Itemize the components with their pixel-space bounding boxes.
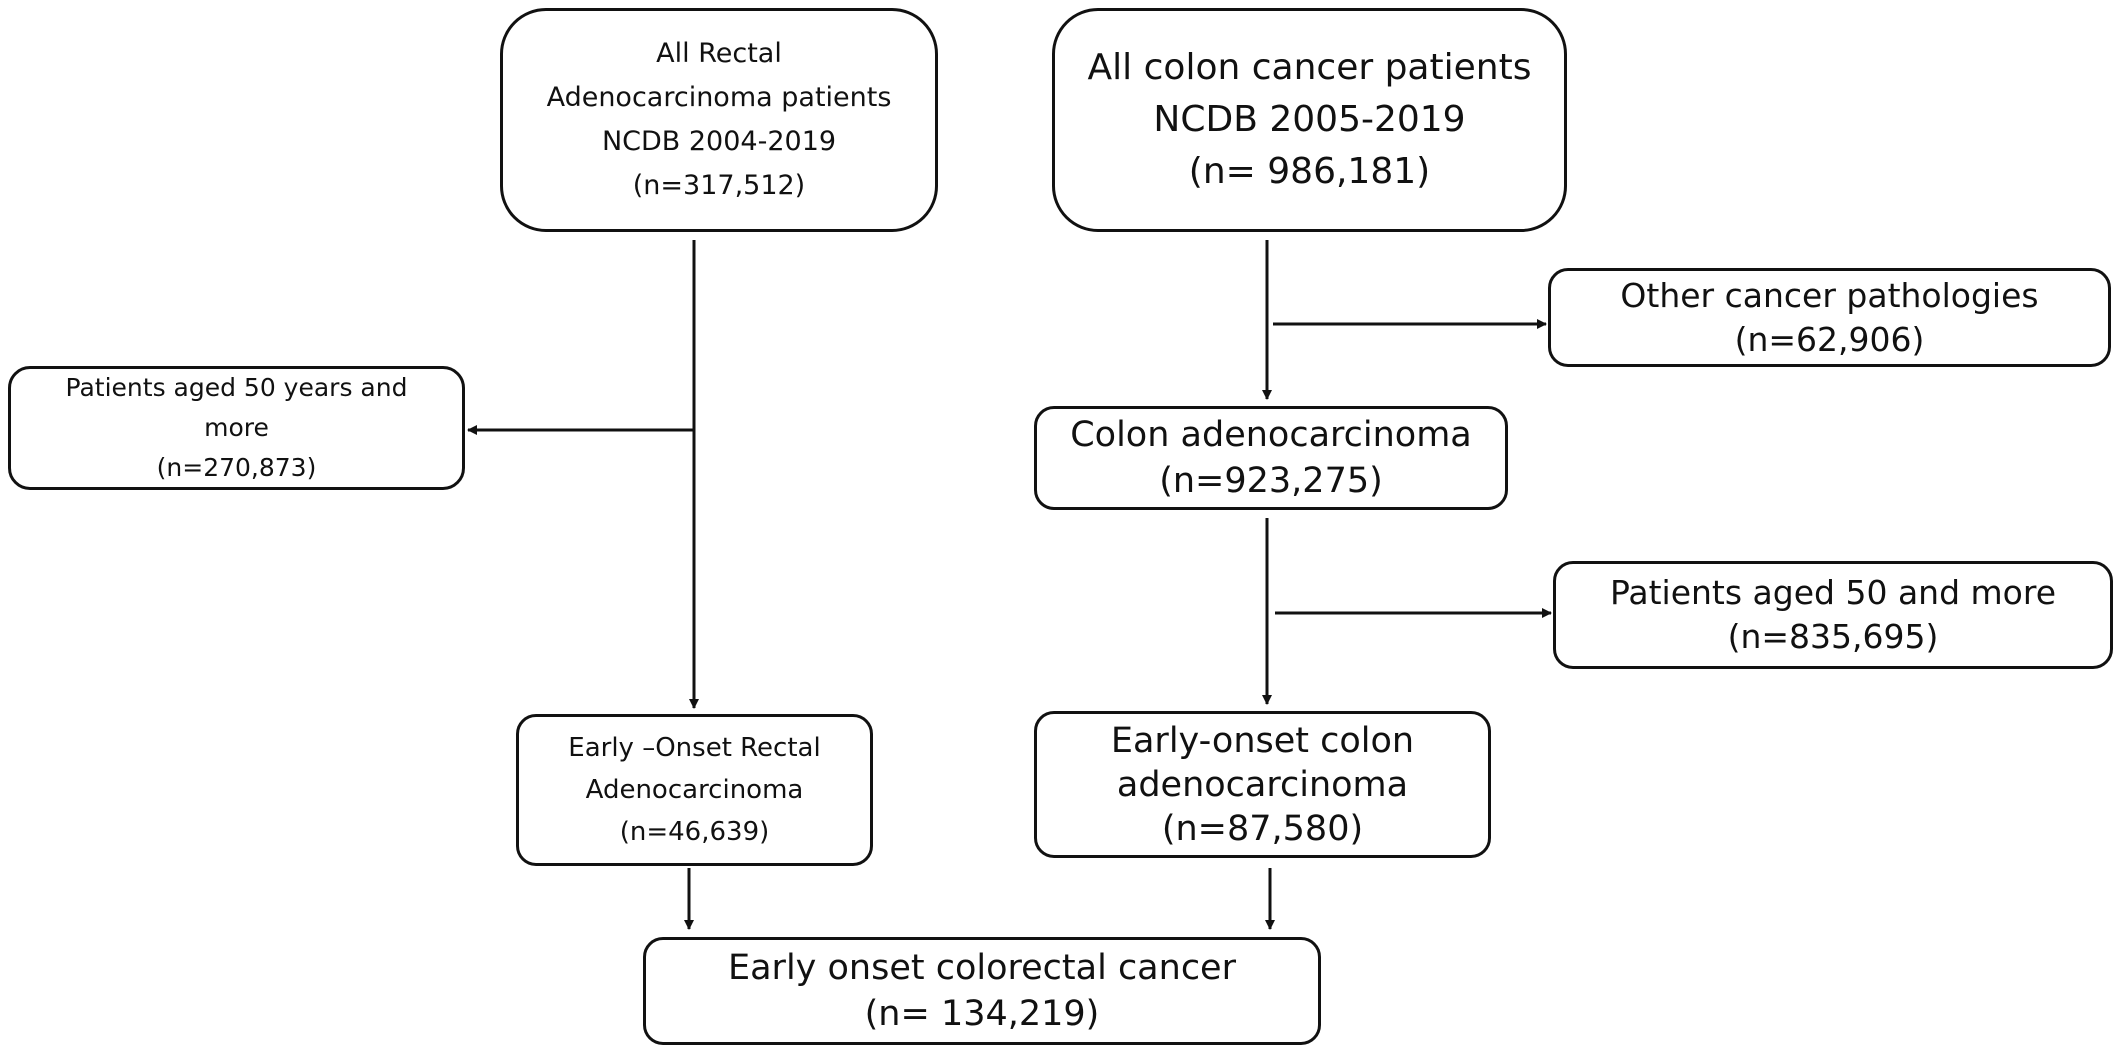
box-text-line: NCDB 2004-2019 [601, 126, 837, 157]
box-text-line: All colon cancer patients [1087, 47, 1532, 88]
colon-adenocarcinoma-box: Colon adenocarcinoma (n=923,275) [1034, 406, 1508, 510]
box-text-line: Patients aged 50 years and [65, 373, 408, 402]
box-text-line: Early onset colorectal cancer [728, 948, 1236, 988]
box-count: (n=62,906) [1734, 319, 1925, 359]
box-text-line: NCDB 2005-2019 [1153, 99, 1466, 140]
box-text-line: Other cancer pathologies [1620, 275, 2039, 315]
box-count: (n=317,512) [632, 170, 806, 201]
box-text-line: All Rectal [656, 38, 782, 69]
rectal-all-patients-box: All Rectal Adenocarcinoma patients NCDB … [500, 8, 938, 232]
box-count: (n=87,580) [1161, 808, 1364, 849]
box-count: (n=923,275) [1159, 461, 1383, 501]
colon-excluded-age-box: Patients aged 50 and more (n=835,695) [1553, 561, 2113, 669]
box-text-line: more [204, 413, 269, 442]
rectal-early-onset-box: Early –Onset Rectal Adenocarcinoma (n=46… [516, 714, 873, 866]
box-text-line: Adenocarcinoma patients [546, 82, 892, 113]
box-text-line: Colon adenocarcinoma [1070, 415, 1472, 455]
early-onset-colorectal-total-box: Early onset colorectal cancer (n= 134,21… [643, 937, 1321, 1045]
box-count: (n= 986,181) [1188, 151, 1431, 192]
box-text-line: Early-onset colon [1110, 720, 1415, 761]
colon-early-onset-box: Early-onset colon adenocarcinoma (n=87,5… [1034, 711, 1491, 858]
box-count: (n=270,873) [156, 453, 317, 482]
box-text-line: Adenocarcinoma [585, 775, 804, 805]
box-count: (n=835,695) [1727, 617, 1939, 656]
box-count: (n=46,639) [619, 817, 770, 847]
colon-all-patients-box: All colon cancer patients NCDB 2005-2019… [1052, 8, 1567, 232]
box-text-line: Early –Onset Rectal [568, 733, 821, 763]
box-count: (n= 134,219) [864, 994, 1100, 1034]
box-text-line: adenocarcinoma [1116, 764, 1409, 805]
box-text-line: Patients aged 50 and more [1609, 573, 2057, 612]
rectal-excluded-age-box: Patients aged 50 years and more (n=270,8… [8, 366, 465, 490]
colon-other-pathologies-box: Other cancer pathologies (n=62,906) [1548, 268, 2111, 367]
